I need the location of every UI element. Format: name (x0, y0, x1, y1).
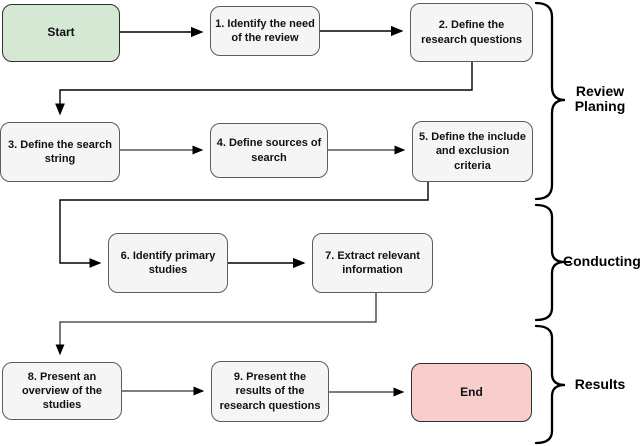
brace-results (534, 324, 566, 445)
flow-node-step4: 4. Define sources of search (210, 123, 328, 178)
arrow-step7-to-step8 (55, 293, 377, 356)
flow-node-step9: 9. Present the results of the research q… (211, 361, 329, 422)
brace-review-planning (534, 1, 566, 201)
flow-node-step1: 1. Identify the need of the review (210, 6, 320, 56)
brace-conducting (534, 203, 566, 322)
flow-node-step7: 7. Extract relevant information (312, 233, 433, 293)
flow-node-step3: 3. Define the search string (0, 122, 120, 182)
phase-label-conducting: Conducting (563, 253, 640, 269)
phase-label-review-planning: Review Planing (574, 83, 626, 115)
phase-label-results: Results (574, 376, 626, 392)
flow-node-start: Start (2, 4, 120, 62)
arrow-step2-to-step3 (55, 62, 473, 116)
flow-node-step2: 2. Define the research questions (410, 3, 533, 62)
flow-node-step8: 8. Present an overview of the studies (2, 362, 122, 420)
flow-node-step6: 6. Identify primary studies (108, 233, 228, 293)
flow-node-end: End (411, 363, 532, 422)
flow-node-step5: 5. Define the include and exclusion crit… (412, 121, 533, 182)
arrow-step5-to-step6 (59, 182, 429, 268)
